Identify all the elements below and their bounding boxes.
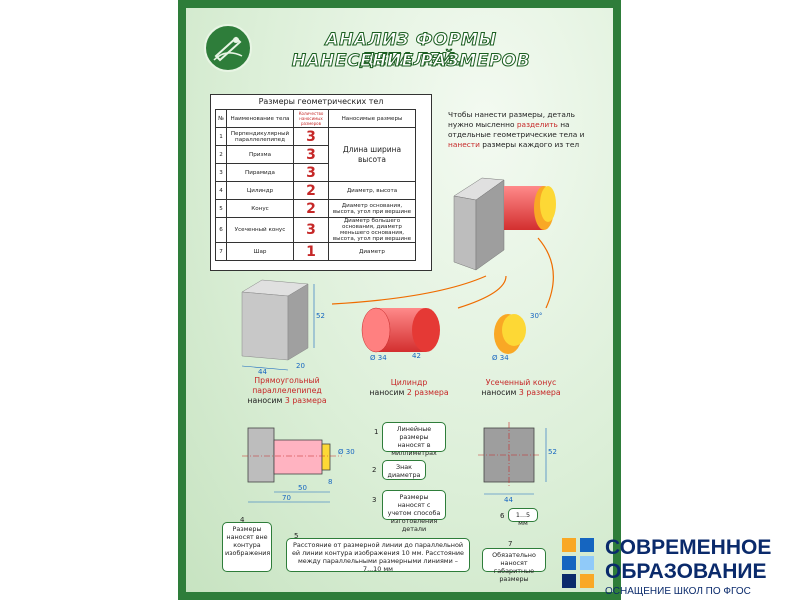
caption-cone-count: 3 размера (518, 388, 561, 397)
dim-label: 42 (412, 352, 421, 360)
dim-label: 44 (258, 368, 267, 376)
intro-part3: размеры каждого из тел (482, 140, 580, 149)
front-view-drawing (242, 427, 342, 503)
brand-emblem-icon (562, 538, 594, 588)
intro-word-apply: нанести (448, 140, 480, 149)
note-number: 7 (508, 540, 513, 548)
dim-label: 8 (328, 478, 333, 486)
caption-cylinder-name: Цилиндр (390, 378, 428, 387)
row-count: 3 (293, 163, 329, 182)
dimensions-table: № Наименование тела Количество наносимых… (215, 109, 416, 261)
note-bubble: Обязательно наносят габаритные размеры (482, 548, 546, 583)
note-bubble: Линейные размеры наносят в миллиметрах (382, 422, 446, 457)
caption-box: Прямоугольный параллелепипед наносим 3 р… (232, 376, 342, 406)
solids-table: Размеры геометрических тел № Наименовани… (210, 94, 432, 271)
dim-label: 52 (548, 448, 557, 456)
caption-box-verb: наносим (247, 396, 283, 405)
caption-cylinder-count: 2 размера (406, 388, 449, 397)
brand-line1: СОВРЕМЕННОЕ (605, 536, 772, 559)
caption-cone-verb: наносим (481, 388, 517, 397)
intro-part2: на отдельные геометрические тела и (448, 120, 585, 139)
table-row: 7 Шар 1 Диаметр (215, 242, 416, 261)
note-bubble: Размеры наносят вне контура изображения (222, 522, 272, 572)
poster: АНАЛИЗ ФОРМЫ ДЕТАЛЕЙ. НАНЕСЕНИЕ РАЗМЕРОВ… (178, 0, 621, 600)
dim-label: 44 (504, 496, 513, 504)
dim-label: 20 (296, 362, 305, 370)
row-dims: Диаметр (328, 242, 416, 261)
note-number: 6 (500, 512, 505, 520)
poster-title-line2: НАНЕСЕНИЕ РАЗМЕРОВ (291, 51, 531, 72)
drafting-logo-icon (204, 24, 252, 72)
dim-label: Ø 30 (338, 448, 355, 456)
note-bubble: Размеры наносят с учетом способа изготов… (382, 490, 446, 533)
table-row: 5 Конус 2 Диаметр основания, высота, уго… (215, 199, 416, 218)
caption-cone-name: Усеченный конус (485, 378, 557, 387)
note-bubble: Знак диаметра (382, 460, 426, 480)
intro-part1: Чтобы нанести размеры, деталь нужно мысл… (448, 110, 575, 129)
note-bubble: Расстояние от размерной линии до паралле… (286, 538, 470, 573)
note-number: 3 (372, 496, 377, 504)
dim-label: Ø 34 (370, 354, 387, 362)
intro-word-divide: разделить (516, 120, 558, 129)
row-dims: Диаметр большего основания, диаметр мень… (328, 217, 416, 243)
caption-box-name: Прямоугольный параллелепипед (252, 376, 322, 395)
caption-cone: Усеченный конус наносим 3 размера (466, 378, 576, 398)
note-number: 1 (374, 428, 379, 436)
intro-text: Чтобы нанести размеры, деталь нужно мысл… (448, 110, 598, 150)
technical-drawings (241, 177, 556, 503)
dim-label: 30° (530, 312, 543, 320)
table-title: Размеры геометрических тел (258, 97, 384, 106)
dim-label: Ø 34 (492, 354, 509, 362)
dim-label: 70 (282, 494, 291, 502)
row-dims-merged: Длина ширина высота (328, 127, 416, 182)
composite-part-drawing (453, 177, 556, 271)
brand-logo: СОВРЕМЕННОЕ ОБРАЗОВАНИЕ ОСНАЩЕНИЕ ШКОЛ П… (560, 534, 800, 600)
poster-panel: АНАЛИЗ ФОРМЫ ДЕТАЛЕЙ. НАНЕСЕНИЕ РАЗМЕРОВ… (186, 8, 613, 592)
caption-box-count: 3 размера (284, 396, 327, 405)
dim-label: 50 (298, 484, 307, 492)
note-number: 4 (240, 516, 245, 524)
brand-line3: ОСНАЩЕНИЕ ШКОЛ ПО ФГОС (605, 586, 751, 597)
poster-title-line1: АНАЛИЗ ФОРМЫ ДЕТАЛЕЙ. (325, 30, 497, 71)
table-row: 1 Перпендикулярный параллелепипед 3 Длин… (215, 127, 416, 182)
dim-label: 52 (316, 312, 325, 320)
box-solid-drawing (241, 279, 315, 371)
caption-cylinder: Цилиндр наносим 2 размера (354, 378, 464, 398)
caption-cylinder-verb: наносим (369, 388, 405, 397)
note-number: 5 (294, 532, 299, 540)
cylinder-drawing (361, 307, 440, 353)
table-row: 2 Призма 3 (215, 145, 416, 164)
top-view-drawing (478, 422, 547, 495)
note-number: 2 (372, 466, 377, 474)
truncated-cone-drawing (494, 314, 526, 354)
note-bubble: 1...5 мм (508, 508, 538, 527)
table-row: 6 Усеченный конус 3 Диаметр большего осн… (215, 217, 416, 243)
brand-line2: ОБРАЗОВАНИЕ (605, 560, 767, 583)
